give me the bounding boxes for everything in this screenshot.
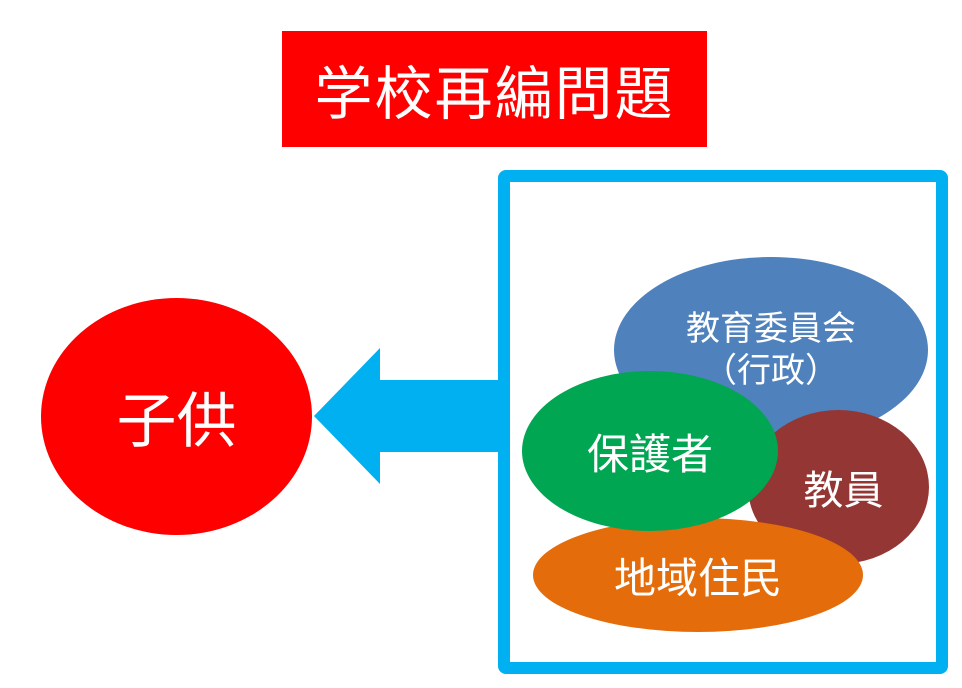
- teachers-label: 教員: [803, 468, 884, 514]
- community-ellipse: 地域住民: [533, 518, 863, 632]
- community-label: 地域住民: [613, 553, 782, 603]
- child-label: 子供: [116, 387, 237, 457]
- board-label: 教育委員会: [686, 308, 856, 349]
- board-of-education-ellipse: 教育委員会 （行政）: [614, 257, 928, 443]
- diagram-title: 学校再編問題: [314, 60, 675, 128]
- left-arrow-icon: [314, 348, 510, 484]
- child-circle: 子供: [41, 298, 312, 535]
- board-sublabel: （行政）: [703, 351, 839, 391]
- stakeholders-frame: [498, 170, 948, 674]
- guardians-ellipse: 保護者: [522, 371, 778, 531]
- title-banner: 学校再編問題: [282, 31, 707, 147]
- guardians-label: 保護者: [586, 429, 713, 479]
